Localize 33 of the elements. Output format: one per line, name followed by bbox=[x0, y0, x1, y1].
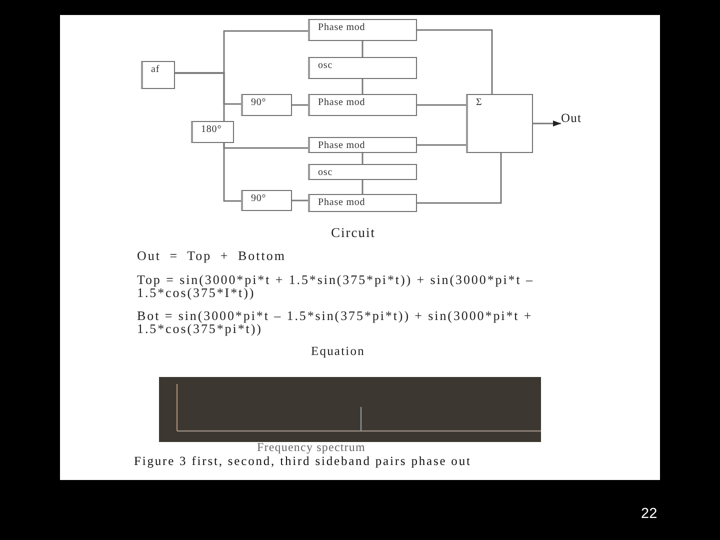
figure-caption: Figure 3 first, second, third sideband pairs phase out bbox=[134, 455, 472, 468]
oscillator-box: osc bbox=[308, 164, 417, 180]
signal-source-box: af bbox=[141, 61, 175, 89]
connector-line bbox=[362, 79, 364, 94]
connector-line bbox=[175, 72, 225, 121]
oscillator-box: osc bbox=[308, 57, 417, 79]
figure-label: Frequency spectrum bbox=[257, 441, 366, 453]
connector-line bbox=[417, 153, 502, 204]
phase-shifter-box: 180° bbox=[191, 121, 234, 143]
connector-line bbox=[362, 180, 364, 194]
page-number: 22 bbox=[641, 507, 658, 523]
connector-line bbox=[417, 29, 493, 94]
connector-line bbox=[362, 153, 364, 164]
connector-line bbox=[223, 143, 241, 202]
figure-label: Equation bbox=[311, 345, 365, 359]
phase-shifter-box: 90° bbox=[241, 190, 292, 211]
connector-line bbox=[292, 104, 308, 106]
phase-modulator-box: Phase mod bbox=[308, 137, 417, 153]
phase-modulator-box: Phase mod bbox=[308, 19, 417, 41]
output-label: Out bbox=[561, 112, 593, 128]
connector-line bbox=[417, 144, 466, 146]
phase-modulator-box: Phase mod bbox=[308, 194, 417, 212]
phase-shifter-box: 90° bbox=[241, 94, 292, 116]
summer-box: Σ bbox=[466, 94, 533, 153]
connector-line bbox=[362, 41, 364, 57]
connector-line bbox=[292, 200, 308, 202]
phase-modulator-box: Phase mod bbox=[308, 94, 417, 116]
equation-text: Out = Top + Bottom bbox=[137, 249, 286, 264]
connector-line bbox=[417, 104, 466, 106]
arrow bbox=[533, 120, 561, 126]
equation-text: Top = sin(3000*pi*t + 1.5*sin(375*pi*t)) + sin(3000*pi*t – 1.5*cos(375*I*t)) bbox=[137, 274, 535, 299]
equation-text: Bot = sin(3000*pi*t – 1.5*sin(375*pi*t)) + sin(3000*pi*t + 1.5*cos(375*pi*t)) bbox=[137, 310, 534, 335]
figure-label: Circuit bbox=[331, 226, 376, 241]
